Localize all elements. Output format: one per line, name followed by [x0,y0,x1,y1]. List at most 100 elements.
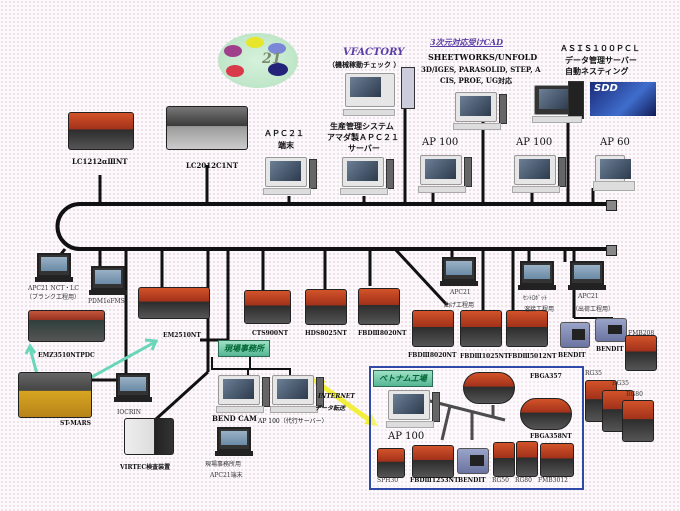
internet-label-1: INTERNET [318,393,355,400]
label-ap100-a: AP 100 [422,137,459,148]
label-rg50: RG50 [492,477,509,484]
machine-emz[interactable] [28,310,105,342]
label-bendit-v: BENDIT [458,477,486,484]
machine-rg50[interactable] [493,442,515,477]
label-apc21-nct-1: APC21 NCT・LC [28,285,79,292]
label-emz: EMZ3510NTPDC [38,352,95,359]
site-office-label: 現場事務所 [218,340,270,357]
machine-em[interactable] [138,287,210,319]
label-hds: HDS8025NT [305,330,347,337]
label-bendcam: BEND CAM [212,414,257,423]
machine-fmb3012[interactable] [540,443,574,477]
machine-fbga357[interactable] [463,372,515,404]
label-fbga357: FBGA357 [530,373,562,380]
label-ap100-proxy: AP 100（代行サーバー） [258,418,328,425]
logo-ball [268,43,286,54]
label-apc21-term-1: ＡＰＣ２１ [264,128,304,138]
label-apc21-ship-1: APC21 [578,293,599,300]
cad-line-2: 3D/IGES, PARASOLID, STEP, A [421,65,541,74]
vfactory-subtitle: （機械稼動チェック ） [328,60,401,69]
cad-title: 3次元対応受けCAD [430,37,504,47]
transfer-arrows [24,338,159,380]
label-apc21-nct-2: （ブランク工程用） [26,294,81,301]
vfactory-title: VFACTORY [343,47,405,58]
logo-ball [246,37,264,48]
internet-label-2: データ転送 [315,405,346,412]
machine-sph[interactable] [377,448,405,478]
cad-line-1: SHEETWORKS/UNFOLD [428,52,538,62]
label-fbd8020-a: FBDⅢ8020NT [358,330,407,337]
logo-ball [268,63,288,76]
machine-fbd1253[interactable] [412,445,454,478]
label-ap60: AP 60 [600,137,630,148]
label-ct: CTS900NT [252,330,289,337]
logo-text: 21 [262,51,282,67]
label-rg80: RG80 [626,391,643,398]
vietnam-factory-label: ベトナム工場 [373,370,433,387]
label-rg80v: RG80 [515,477,532,484]
machine-hds[interactable] [305,289,347,325]
label-fbd1025: FBDⅢ1025NT [460,353,509,360]
label-robot-1: ｾﾝﾄﾛﾎﾞｯﾄ [523,295,548,302]
label-fbd1253: FBDⅢ1253NT [410,477,459,484]
machine-lc2012[interactable] [166,106,248,150]
label-st-mars: ST-MARS [60,420,91,427]
label-rg35-a: RG35 [585,370,602,377]
hub-bottom [606,245,617,256]
logo-21: 21 [218,33,298,88]
label-fbga358: FBGA358NT [530,433,572,440]
label-rg35-b: RG35 [612,380,629,387]
label-ap100-b: AP 100 [516,137,553,148]
label-apc21-server-3: サーバー [348,143,380,153]
cad-line-3: CIS, PROE, UG対応 [440,76,512,85]
label-fbd8020-b: FBDⅢ8020NT [408,352,457,359]
label-lc2012: LC2012C1NT [186,161,239,170]
label-apc21-ship-2: （出荷工程用） [572,306,615,313]
label-pdm: PDM1eFMS [88,298,125,305]
label-iocrin: IOCRIN [117,409,142,416]
asis-line-1: ＡＳＩＳ１００ＰＣＬ [560,43,640,53]
machine-fbd1025[interactable] [460,310,502,347]
asis-line-3: 自動ネスティング [565,66,629,76]
site-office-lines [211,357,291,380]
machine-bendit-b[interactable] [595,318,627,342]
machine-rg80v[interactable] [516,441,538,477]
label-virtec: VIRTEC検査装置 [120,464,171,471]
sdd-badge: SDD [590,82,656,116]
label-fmb3012: FMB3012 [538,477,568,484]
label-sph: SPH30 [377,477,399,484]
hub-top [606,200,617,211]
label-apc21-bend-1: APC21 [450,289,471,296]
label-fbd5012: FBDⅢ5012NT [508,353,557,360]
machine-st-mars[interactable] [18,372,92,418]
label-fmb: FMB208 [628,330,655,337]
machine-ct[interactable] [244,290,291,324]
machine-bendit-a[interactable] [560,322,590,348]
label-apc21-server-1: 生産管理システム [330,121,394,131]
asis-line-2: データ管理サーバー [565,55,637,65]
label-bendit-b: BENDIT [596,346,624,353]
machine-virtec[interactable] [124,418,174,455]
label-em: EM2510NT [163,332,201,339]
machine-rg80[interactable] [622,400,654,442]
label-apc21-bend-2: 曲げ工程用 [444,302,475,309]
machine-fbd8020-a[interactable] [358,288,400,325]
label-apc21-server-2: アマダ製ＡＰＣ２１ [327,132,399,142]
machine-lc1212[interactable] [68,112,134,150]
machine-bendit-v[interactable] [457,448,489,474]
label-bendit-a: BENDIT [558,352,586,359]
label-vietnam-ap100: AP 100 [388,431,425,442]
label-robot-2: 溶接工程用 [524,306,555,313]
logo-ball [224,45,242,57]
machine-fmb[interactable] [625,335,657,371]
logo-ball [226,65,244,77]
label-apc21-term-2: 端末 [278,140,294,150]
label-site-apc21-1: 現場事務所用 [205,461,242,468]
label-lc1212: LC1212αⅢNT [72,157,128,166]
machine-fbd8020-b[interactable] [412,310,454,347]
main-bus [55,202,610,251]
label-site-apc21-2: APC21端末 [210,472,243,479]
machine-fbga358[interactable] [520,398,572,430]
machine-fbd5012[interactable] [506,310,548,347]
